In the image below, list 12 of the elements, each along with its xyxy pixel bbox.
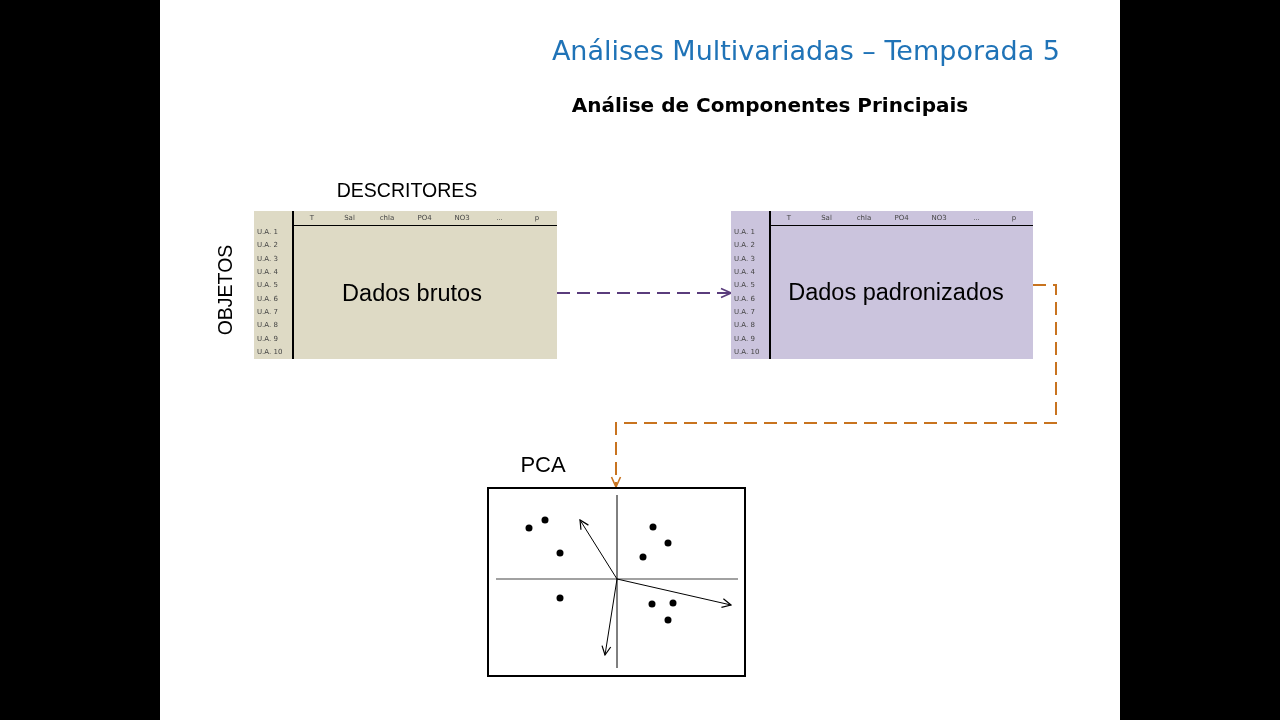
plot-frame [487, 487, 746, 677]
slide-title: Análises Multivariadas – Temporada 5 [551, 37, 1060, 64]
column-group-heading: DESCRITORES [336, 181, 478, 201]
dashed-arrow [610, 284, 1057, 488]
dashed-arrow [556, 287, 732, 299]
slide-subtitle: Análise de Componentes Principais [571, 95, 969, 115]
matrix-label: Dados padronizados [788, 281, 1004, 305]
row-group-heading: OBJETOS [216, 244, 236, 336]
data-table [254, 211, 557, 359]
matrix-label: Dados brutos [342, 282, 482, 306]
data-table [731, 211, 1033, 359]
plot-title: PCA [520, 454, 566, 476]
